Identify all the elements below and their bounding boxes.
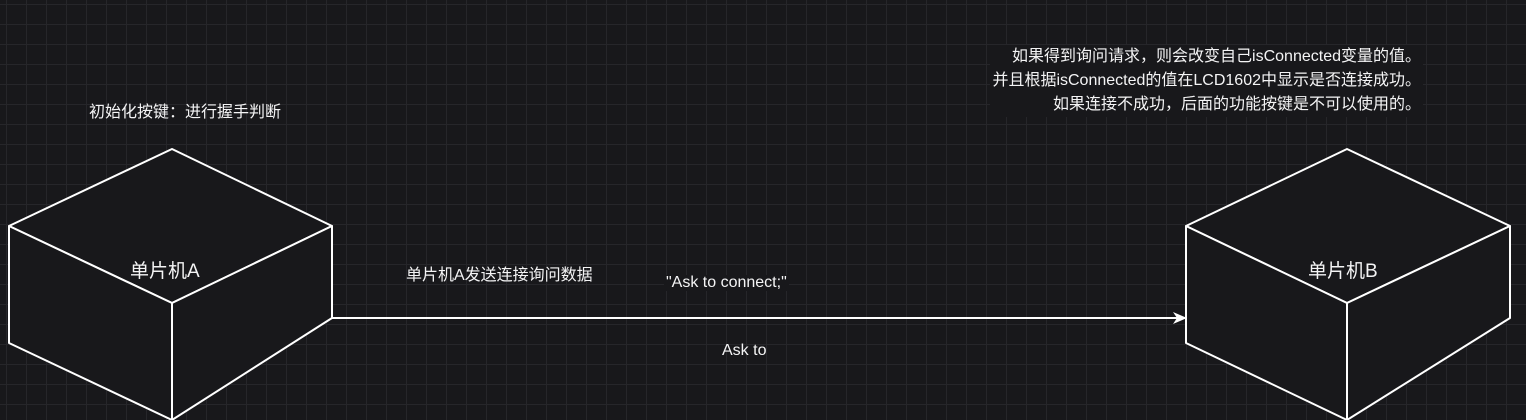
- mcu-b-note: 如果得到询问请求，则会改变自己isConnected变量的值。 并且根据isCo…: [990, 45, 1423, 117]
- mcu-b-left-face: [1185, 225, 1348, 420]
- mcu-b-right-face: [1346, 225, 1511, 420]
- mcu-b-label: 单片机B: [1308, 261, 1378, 282]
- mcu-b-note-line: 如果得到询问请求，则会改变自己isConnected变量的值。: [1012, 48, 1421, 65]
- mcu-b-box[interactable]: [1185, 148, 1511, 420]
- edge-description: 单片机A发送连接询问数据: [406, 267, 593, 284]
- edge-message: "Ask to connect;": [664, 274, 789, 291]
- init-note: 初始化按键：进行握手判断: [89, 104, 282, 121]
- mcu-a-left-face: [8, 225, 173, 420]
- edge-below-label: Ask to: [722, 342, 767, 359]
- mcu-b-note-line: 如果连接不成功，后面的功能按键是不可以使用的。: [1052, 96, 1421, 113]
- mcu-b-note-line: 并且根据isConnected的值在LCD1602中显示是否连接成功。: [992, 72, 1421, 89]
- mcu-a-label: 单片机A: [130, 261, 200, 282]
- mcu-a-box[interactable]: [8, 148, 333, 420]
